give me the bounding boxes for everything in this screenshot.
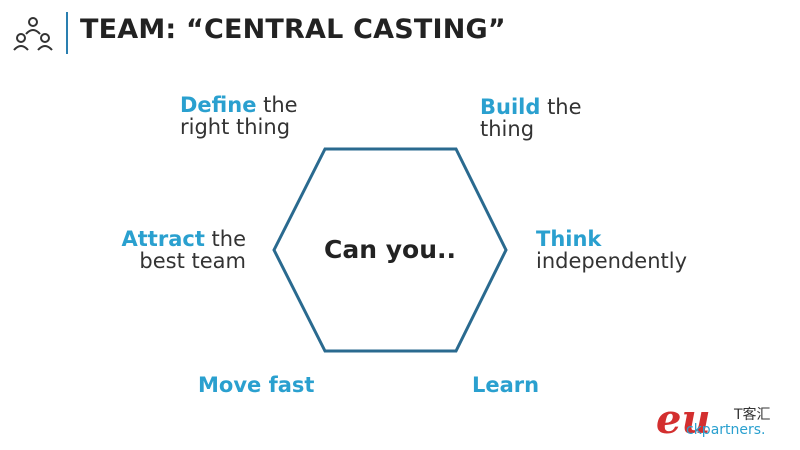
watermark: eu T客汇 ckpartners. (656, 400, 796, 446)
label-attract: Attract the best team (100, 228, 246, 272)
label-think-line2: independently (536, 249, 688, 273)
label-learn-highlight: Learn (472, 373, 540, 397)
label-build: Build the thing (480, 96, 582, 140)
label-define: Define the right thing (180, 94, 298, 138)
label-move-fast-highlight: Move fast (198, 373, 315, 397)
label-think: Think independently (536, 228, 687, 272)
hexagon-shape (272, 147, 508, 353)
label-attract-highlight: Attract (121, 227, 205, 251)
label-attract-line2: best team (139, 249, 246, 273)
watermark-logo: eu (656, 396, 711, 443)
team-people-icon (13, 17, 53, 51)
label-build-rest: the (540, 95, 582, 119)
watermark-cn-text: T客汇 (734, 407, 771, 423)
label-attract-rest: the (204, 227, 246, 251)
label-build-line2: thing (480, 117, 535, 141)
center-question: Can you.. (324, 235, 456, 264)
label-think-highlight: Think (536, 227, 602, 251)
watermark-sub-text: ckpartners. (686, 422, 766, 438)
header-divider (66, 12, 68, 54)
label-learn: Learn (472, 374, 539, 396)
label-move-fast: Move fast (198, 374, 314, 396)
label-define-rest: the (256, 93, 298, 117)
label-define-line2: right thing (180, 115, 291, 139)
label-build-highlight: Build (480, 95, 541, 119)
label-define-highlight: Define (180, 93, 257, 117)
page-title: TEAM: “CENTRAL CASTING” (80, 14, 506, 45)
